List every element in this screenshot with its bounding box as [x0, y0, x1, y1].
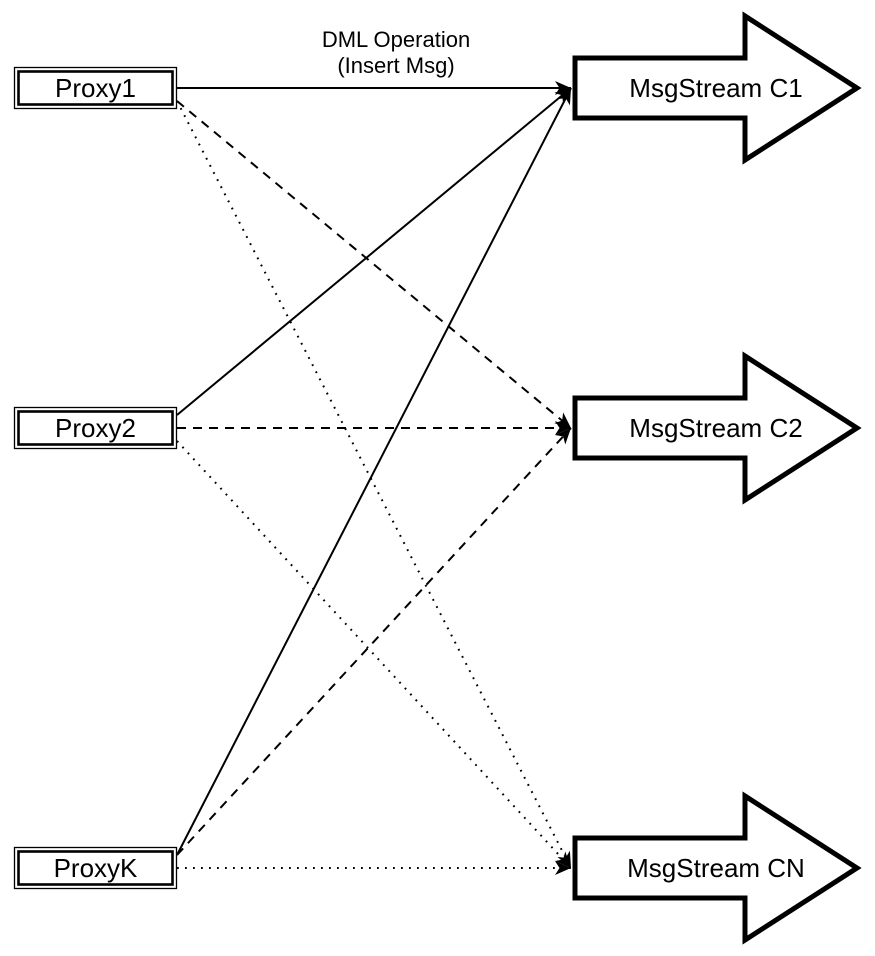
dml-operation-label-line1: DML Operation	[322, 27, 470, 52]
connection-proxy1-c2	[176, 100, 572, 429]
stream-c1-node: MsgStream C1	[572, 11, 862, 165]
proxy1-label: Proxy1	[55, 73, 136, 103]
connection-proxyk-c2	[176, 427, 572, 856]
stream-c1-arrow-shape	[572, 11, 862, 165]
stream-c2-node: MsgStream C2	[572, 351, 862, 505]
stream-c2-arrow-shape	[572, 351, 862, 505]
dml-operation-label-line2: (Insert Msg)	[337, 53, 454, 78]
proxyk-label: ProxyK	[54, 853, 138, 883]
connection-proxy1-cn	[176, 100, 572, 869]
proxy2-label: Proxy2	[55, 413, 136, 443]
stream-cn-label: MsgStream CN	[627, 853, 805, 883]
stream-cn-node: MsgStream CN	[572, 791, 862, 945]
dml-operation-label: DML Operation (Insert Msg)	[322, 27, 470, 78]
connection-proxy2-c1	[176, 87, 572, 416]
proxy1-node: Proxy1	[13, 66, 178, 110]
connection-proxy2-cn	[176, 440, 572, 869]
connections-layer	[176, 81, 572, 875]
proxyk-box	[17, 850, 174, 886]
stream-cn-arrow-shape	[572, 791, 862, 945]
stream-c1-label: MsgStream C1	[629, 73, 802, 103]
stream-c2-label: MsgStream C2	[629, 413, 802, 443]
proxy2-node: Proxy2	[13, 406, 178, 450]
connection-proxyk-c1	[176, 87, 572, 856]
proxy2-box	[17, 410, 174, 446]
proxy1-box	[17, 70, 174, 106]
proxyk-node: ProxyK	[13, 846, 178, 890]
